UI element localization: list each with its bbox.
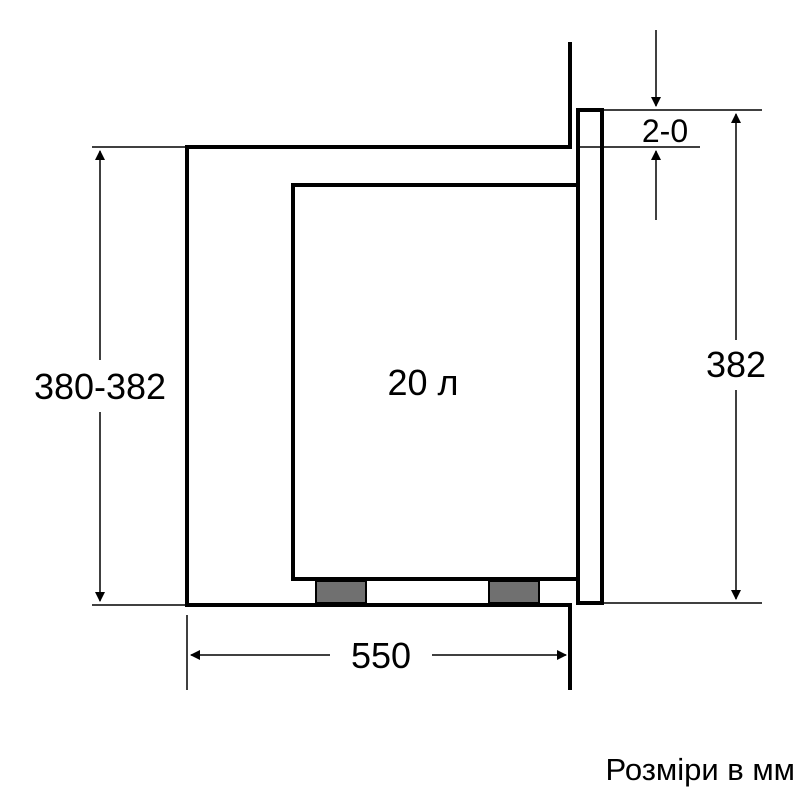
units-note: Розміри в мм [605,752,796,787]
cabinet-niche-outline [185,42,572,690]
gap-label: 2-0 [642,113,688,149]
appliance-height-label: 382 [706,344,766,385]
gap-dimension: 2-0 [578,30,700,220]
volume-label: 20 л [387,362,458,403]
appliance-foot-left [315,580,367,604]
depth-dimension: 550 [186,615,567,690]
niche-height-dimension: 380-382 [34,146,187,606]
appliance-foot-right [488,580,540,604]
appliance-door-panel [576,108,604,605]
appliance-height-dimension: 382 [602,109,766,604]
niche-height-label: 380-382 [34,366,166,407]
depth-label: 550 [351,635,411,676]
